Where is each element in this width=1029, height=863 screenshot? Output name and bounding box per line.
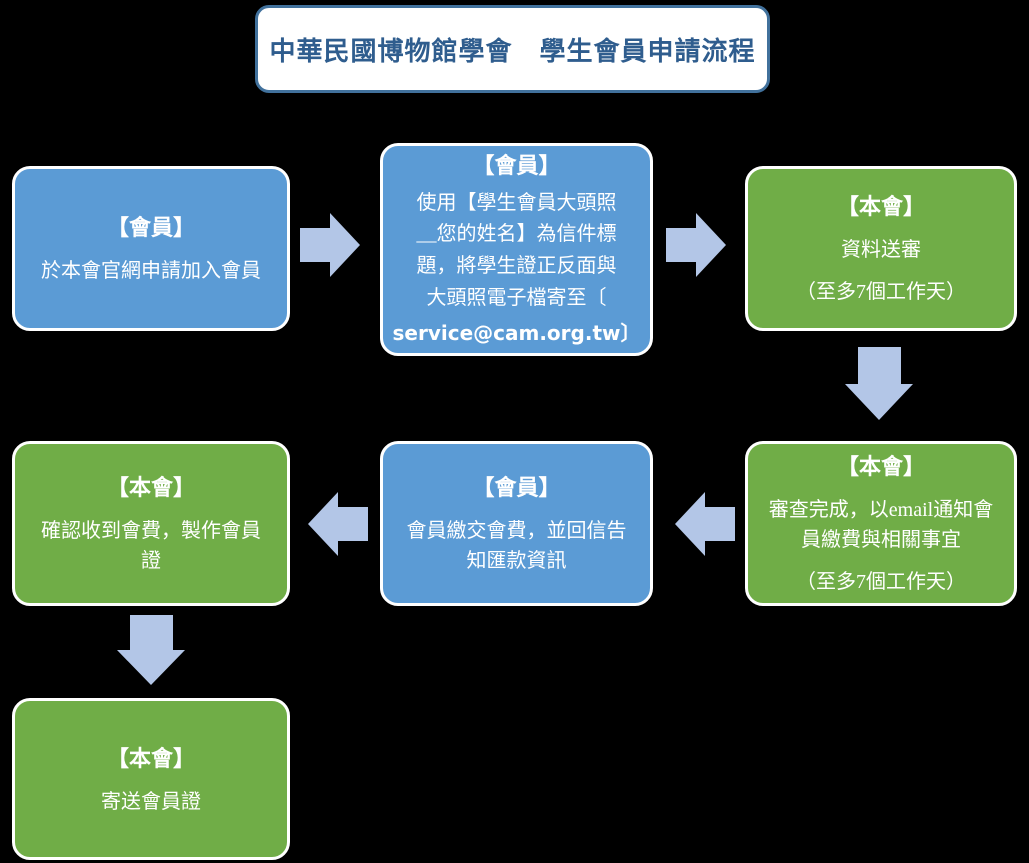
step-actor-label: 【會員】 [106,215,195,240]
flowchart-title-box: 中華民國博物館學會 學生會員申請流程 [255,5,770,93]
left-arrow-icon [308,492,368,556]
down-arrow-icon [117,615,185,685]
down-arrow-icon [845,347,913,420]
step-actor-label: 【本會】 [106,745,195,771]
step-actor-label: 【會員】 [472,475,561,500]
flowchart-title: 中華民國博物館學會 學生會員申請流程 [269,36,756,66]
step-duration: （至多7個工作天） [796,281,966,303]
flow-step-5-pay-membership-fee: 【會員】 會員繳交會費，並回信告 知匯款資訊 [380,441,653,606]
step-description: 資料送審 [841,239,921,261]
step-description: 使用【學生會員大頭照 __您的姓名】為信件標 題，將學生證正反面與 大頭照電子檔… [416,191,617,309]
right-arrow-icon [666,213,726,277]
flow-step-7-mail-membership-card: 【本會】 寄送會員證 [12,698,290,860]
step-description: 會員繳交會費，並回信告 知匯款資訊 [406,520,627,572]
step-duration: （至多7個工作天） [796,571,966,593]
step-description: 於本會官網申請加入會員 [41,260,261,282]
step-actor-label: 【本會】 [836,454,925,479]
step-description: 確認收到會費，製作會員 證 [41,520,261,572]
step-description: 寄送會員證 [101,790,201,813]
step-actor-label: 【本會】 [106,475,195,500]
step-description: 審查完成，以email通知會 員繳費與相關事宜 [768,499,994,551]
left-arrow-icon [675,492,735,556]
step-actor-label: 【會員】 [472,153,561,179]
flow-step-4-review-complete-notify: 【本會】 審查完成，以email通知會 員繳費與相關事宜 （至多7個工作天） [745,441,1017,606]
step-email-address: service@cam.org.tw〕 [392,321,641,346]
flow-step-3-review-submission: 【本會】 資料送審 （至多7個工作天） [745,166,1017,331]
step-actor-label: 【本會】 [836,194,925,219]
flow-step-2-email-documents: 【會員】 使用【學生會員大頭照 __您的姓名】為信件標 題，將學生證正反面與 大… [380,143,653,356]
flow-step-6-confirm-payment-make-card: 【本會】 確認收到會費，製作會員 證 [12,441,290,606]
flow-step-1-apply-online: 【會員】 於本會官網申請加入會員 [12,166,290,331]
right-arrow-icon [300,213,360,277]
